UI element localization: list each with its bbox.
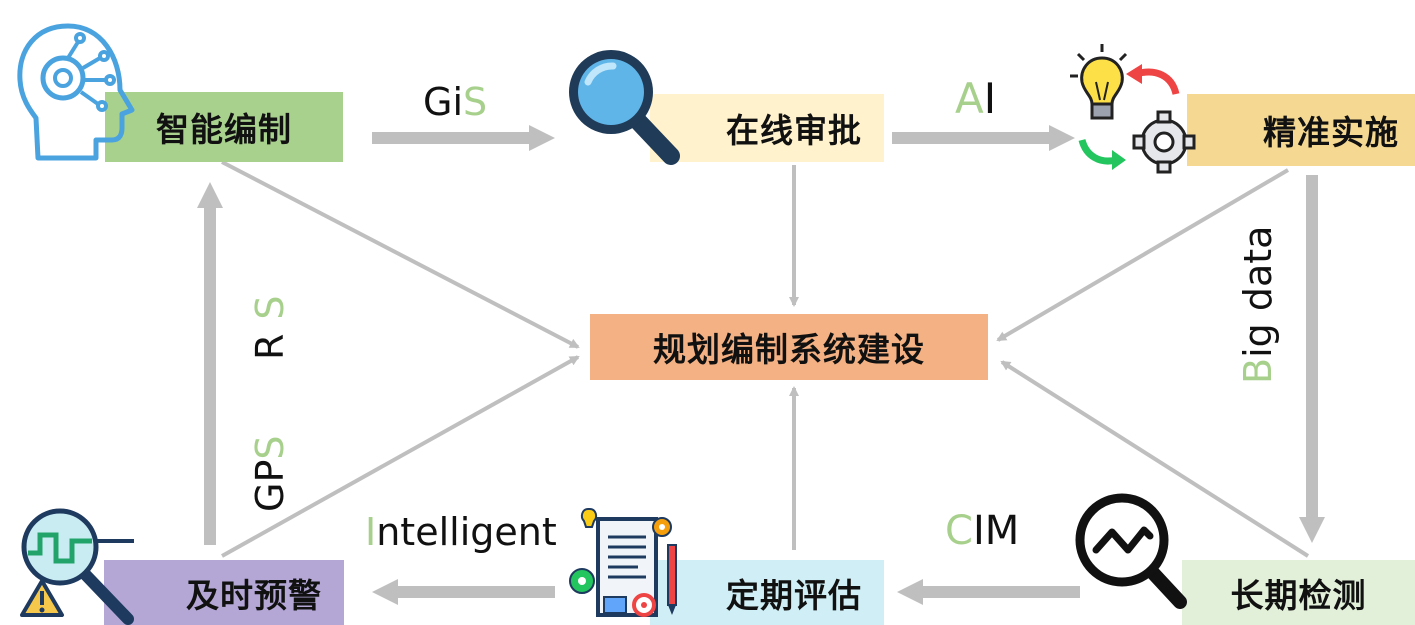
arrow-warning-to-center [221, 355, 580, 558]
label-cim-accent: C [945, 508, 973, 554]
idea-gear-icon [1070, 44, 1196, 174]
node-timely-warning: 及时预警 [104, 560, 344, 625]
node-long-monitor: 长期检测 [1182, 560, 1415, 625]
trend-search-icon [1075, 493, 1187, 609]
warning-search-icon [20, 508, 134, 625]
label-bigdata: Big data [1236, 226, 1280, 384]
arrow-monitor-to-center [1000, 360, 1310, 558]
node-periodic-eval: 定期评估 [650, 560, 884, 625]
arrow-precise-to-center [996, 168, 1290, 342]
label-ai-text: I [983, 74, 997, 123]
label-cim: CIM [945, 508, 1019, 554]
node-online-approval: 在线审批 [650, 94, 884, 162]
label-rs-accent: S [248, 295, 292, 320]
label-ai: AI [955, 74, 996, 123]
ai-head-icon [17, 23, 135, 161]
label-ai-accent: A [955, 74, 984, 123]
label-cim-text: IM [972, 508, 1020, 554]
node-periodic-eval-label: 定期评估 [726, 575, 862, 615]
node-precise-impl-label: 精准实施 [1263, 113, 1399, 152]
node-timely-warning-label: 及时预警 [186, 575, 322, 615]
node-smart-compile-label: 智能编制 [156, 110, 292, 149]
magnifier-icon [569, 50, 680, 165]
node-center: 规划编制系统建设 [590, 314, 988, 380]
label-gps-text: GP [248, 459, 292, 512]
arrow-smart-to-center [221, 160, 580, 349]
node-center-label: 规划编制系统建设 [653, 330, 925, 369]
label-gps-accent: S [248, 435, 292, 460]
label-gis: GiS [423, 80, 487, 124]
label-bigdata-accent: B [1236, 357, 1280, 384]
label-gis-text: Gi [423, 80, 464, 124]
node-online-approval-label: 在线审批 [726, 111, 862, 150]
document-evaluation-icon [569, 508, 677, 617]
label-intelligent-text: ntelligent [376, 510, 557, 554]
label-gps: GPS [248, 436, 292, 513]
label-rs: RS [248, 295, 292, 360]
node-precise-impl: 精准实施 [1187, 94, 1415, 166]
label-rs-text: R [248, 333, 292, 360]
label-intelligent-accent: I [365, 510, 377, 554]
node-long-monitor-label: 长期检测 [1230, 575, 1367, 615]
label-gis-accent: S [463, 80, 488, 124]
label-bigdata-text: ig data [1236, 225, 1280, 358]
label-intelligent: Intelligent [365, 510, 557, 554]
node-smart-compile: 智能编制 [105, 92, 343, 162]
